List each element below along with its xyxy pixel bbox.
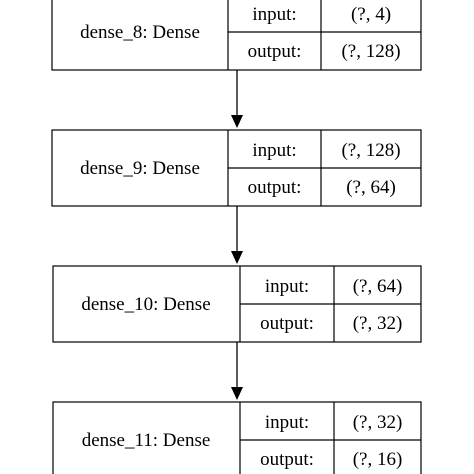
input-label: input: [252,140,296,161]
input-shape: (?, 128) [341,140,400,161]
layer-node: dense_10: Dense input: (?, 64) output: (… [52,265,422,343]
edge-arrow [231,342,243,400]
edge-arrow [231,70,243,128]
layer-node-box [52,401,422,474]
edge-arrow [231,206,243,264]
output-shape: (?, 64) [346,177,396,198]
input-label: input: [265,276,309,297]
arrowhead-icon [231,115,243,128]
input-shape: (?, 64) [353,276,403,297]
output-shape: (?, 16) [353,449,403,470]
layer-node: dense_9: Dense input: (?, 128) output: (… [51,129,422,207]
output-label: output: [248,41,302,62]
input-label: input: [265,412,309,433]
arrowhead-icon [231,251,243,264]
output-label: output: [260,449,314,470]
layer-name: dense_8: Dense [80,22,200,43]
input-shape: (?, 4) [351,4,391,25]
layer-name: dense_10: Dense [81,294,210,315]
layer-name: dense_9: Dense [80,158,200,179]
layer-node: dense_11: Dense input: (?, 32) output: (… [52,401,422,474]
layer-node-box [51,0,422,71]
arrowhead-icon [231,387,243,400]
output-label: output: [248,177,302,198]
layer-name: dense_11: Dense [82,430,211,451]
output-shape: (?, 32) [353,313,403,334]
output-label: output: [260,313,314,334]
output-shape: (?, 128) [341,41,400,62]
layer-node: dense_8: Dense input: (?, 4) output: (?,… [51,0,422,71]
input-shape: (?, 32) [353,412,403,433]
input-label: input: [252,4,296,25]
